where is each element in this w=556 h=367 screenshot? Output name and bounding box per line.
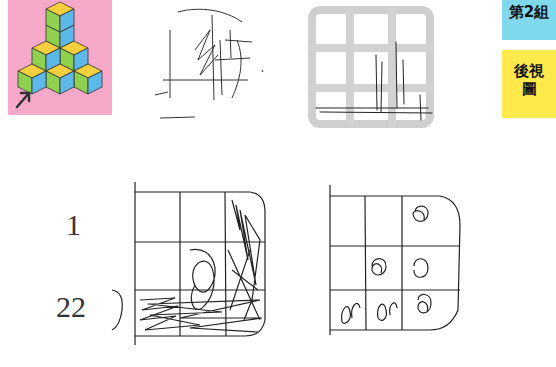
cube-face — [74, 71, 88, 94]
view-arrow — [17, 93, 29, 107]
tag-text: 第2組 — [502, 3, 556, 21]
cube-illustration — [18, 2, 102, 94]
cube-face — [32, 71, 46, 94]
cube-face — [60, 9, 74, 32]
handwritten-number: 1 — [66, 210, 81, 240]
cube-face — [46, 9, 60, 32]
grid-sketch — [330, 185, 460, 335]
pink-card — [8, 0, 112, 115]
cube-face — [18, 71, 32, 94]
tag-text: 後視圖 — [512, 62, 546, 98]
group-tag: 第2組 — [502, 0, 556, 40]
cube-face — [88, 71, 102, 94]
sketch-scribble — [155, 9, 263, 118]
cube-face — [46, 71, 60, 94]
handwritten-number: 22 — [56, 292, 86, 322]
view-tag: 後視圖 — [502, 50, 556, 118]
grid-sketch — [112, 182, 265, 345]
grey-grid-sketch — [312, 10, 432, 124]
cube-face — [60, 71, 74, 94]
